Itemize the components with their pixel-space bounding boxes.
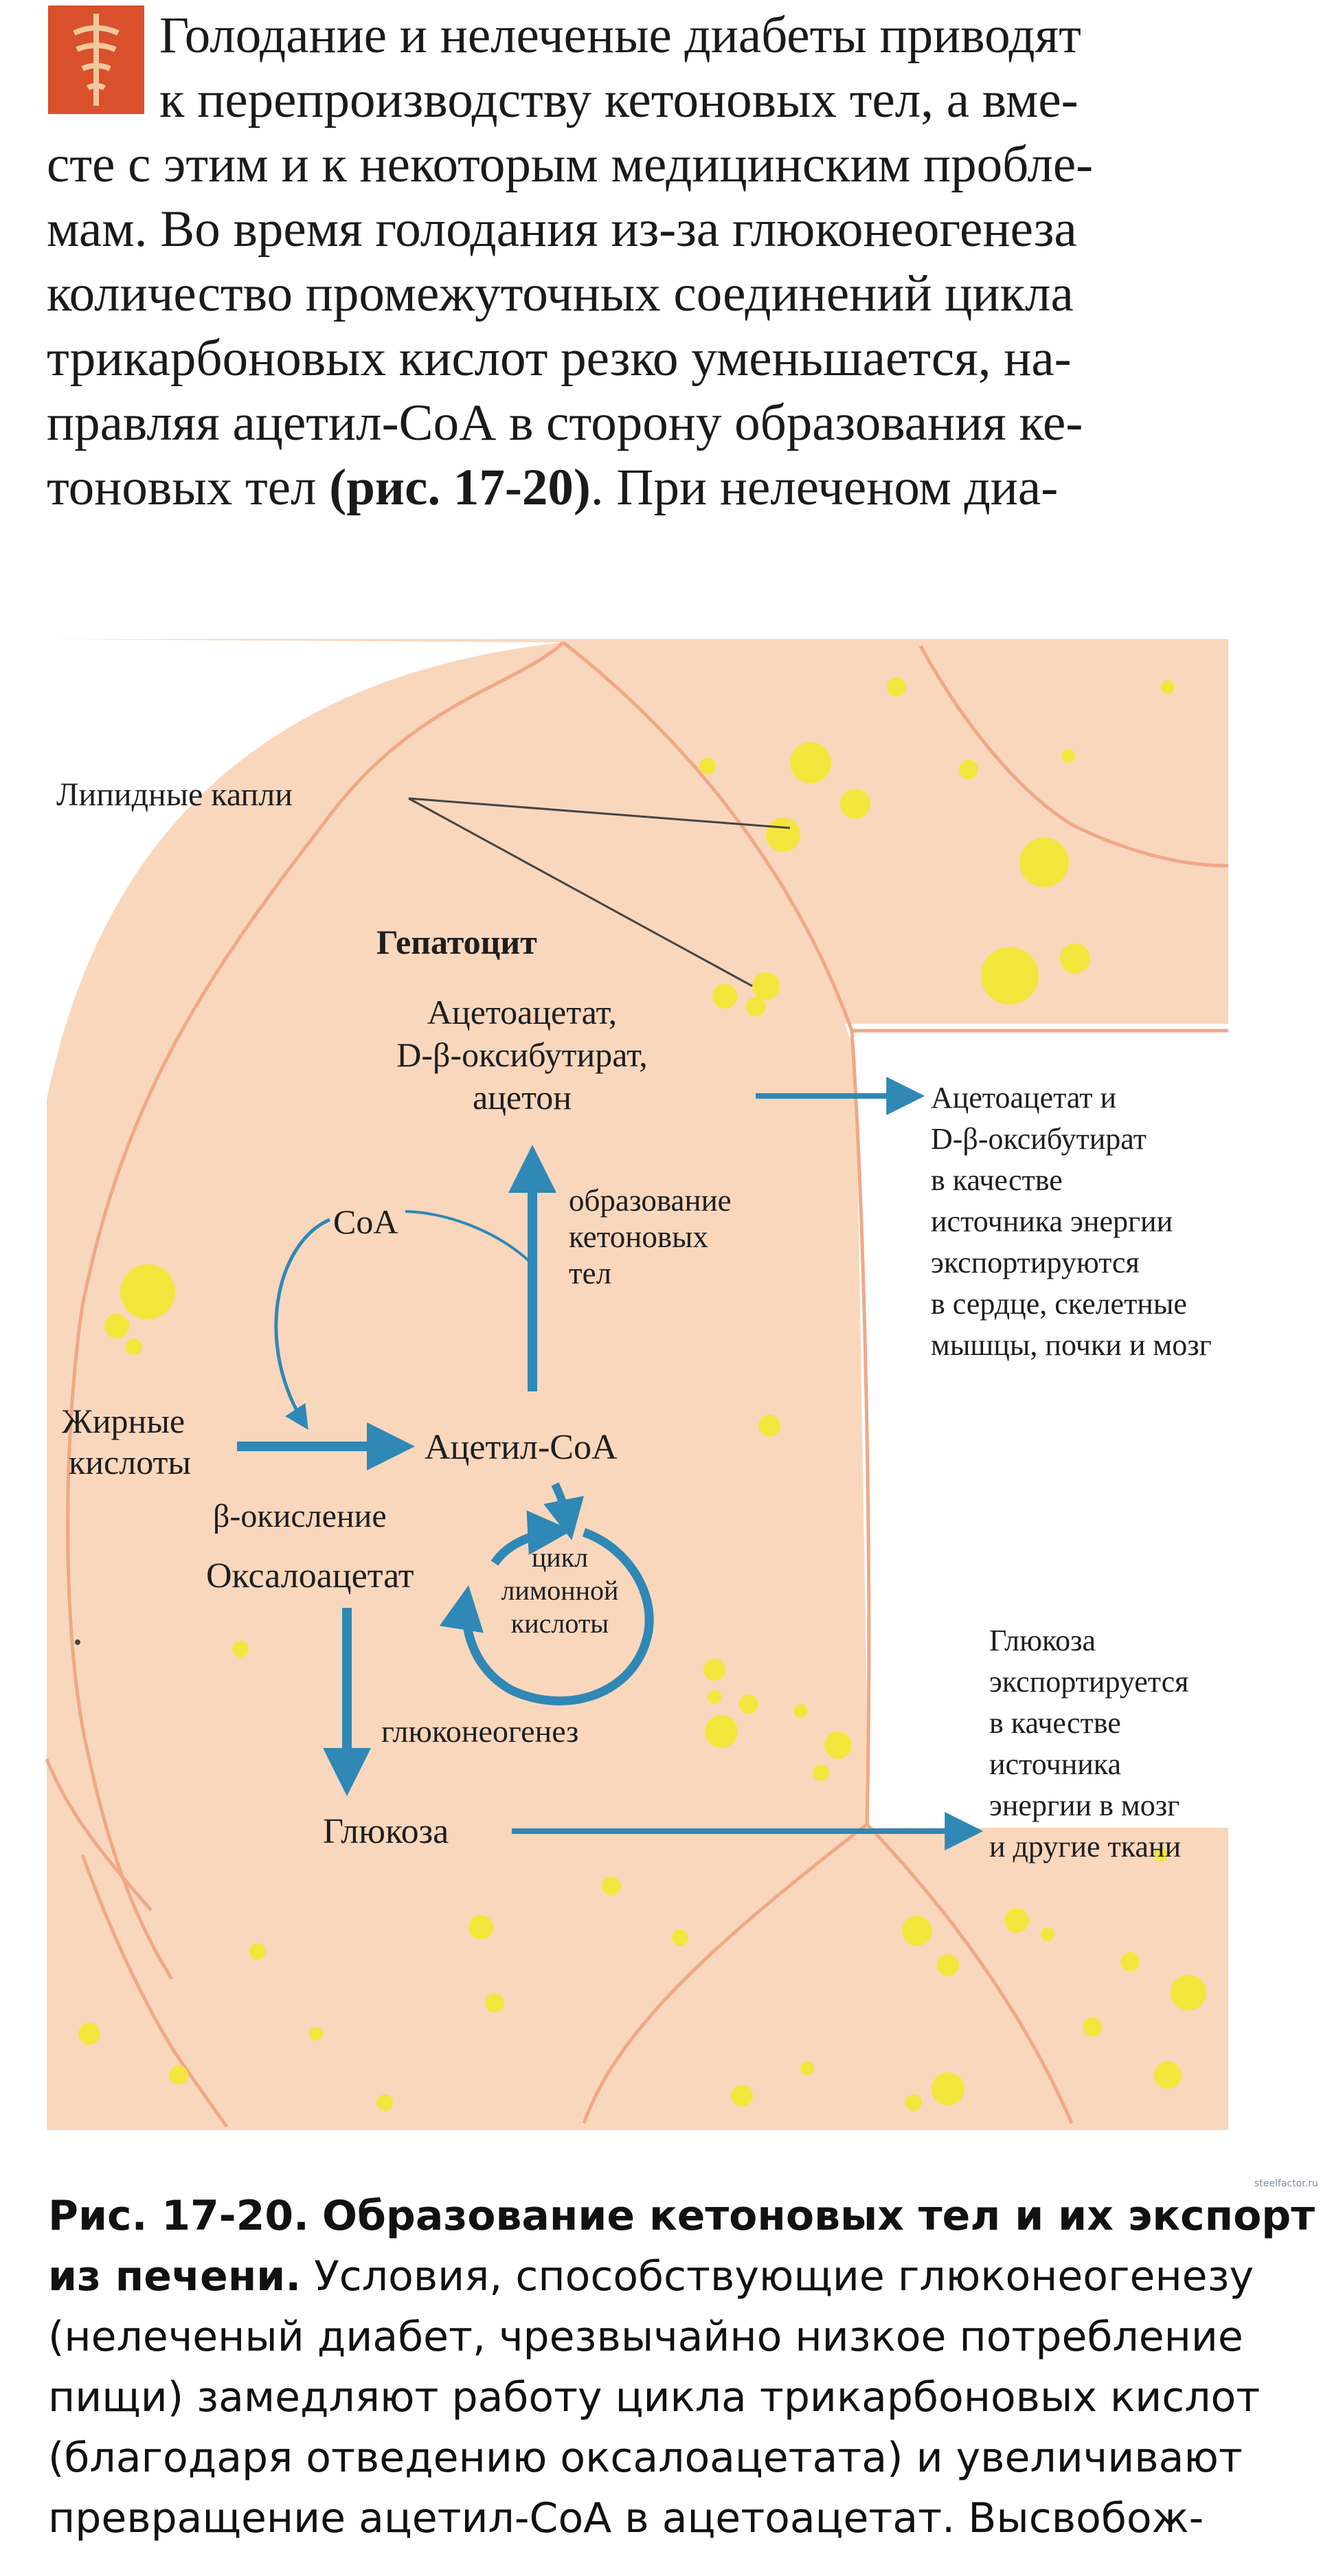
oxaloacetate-label: Оксалоацетат	[206, 1556, 414, 1595]
tissue-right-blank	[855, 1031, 1228, 1828]
intro-line: Голодание и нелеченые диабеты приводят	[159, 7, 1081, 64]
intro-line: правляя ацетил-СоА в сторону образования…	[47, 394, 1083, 451]
export-ketones-line: в сердце, скелетные	[931, 1287, 1187, 1321]
coa-curve-arrow	[274, 1218, 331, 1430]
beta-oxidation-label: β-окисление	[213, 1498, 387, 1534]
export-glucose-line: экспортируется	[989, 1665, 1188, 1699]
export-ketones-text: Ацетоацетат и D-β-оксибутират в качестве…	[931, 1081, 1212, 1362]
export-glucose-line: Глюкоза	[989, 1624, 1096, 1657]
caption-line: (нелеченый диабет, чрезвычайно низкое по…	[48, 2313, 1243, 2361]
tissue-top-edge	[47, 639, 563, 1099]
caption-line: пищи) замедляют работу цикла трикарбонов…	[48, 2373, 1261, 2421]
lipid-droplets-label: Липидные капли	[56, 776, 293, 813]
ketone-bodies-line: ацетон	[473, 1078, 572, 1117]
cell-borders	[45, 641, 1229, 2128]
export-ketones-line: в качестве	[931, 1163, 1063, 1197]
glucose-label: Глюкоза	[323, 1812, 449, 1851]
lipid-pointer-lines	[408, 797, 791, 987]
intro-line: к перепроизводству кетоновых тел, а вме-	[159, 71, 1079, 128]
export-ketones-line: D-β-оксибутират	[931, 1122, 1147, 1156]
citric-cycle-circle	[439, 1527, 654, 1705]
export-glucose-line: энергии в мозг	[989, 1789, 1179, 1822]
fatty-acids-line: Жирные	[62, 1402, 185, 1440]
intro-paragraph: Голодание и нелеченые диабеты приводят к…	[0, 0, 1332, 516]
chapter-logo-icon	[48, 5, 144, 114]
gluconeogenesis-label: глюконеогенез	[381, 1714, 578, 1749]
caption-figure-number: Рис. 17-20.	[48, 2192, 309, 2240]
lipid-droplets	[78, 677, 1206, 2111]
intro-line: тоновых тел (рис. 17-20). При нелеченом …	[47, 459, 1059, 516]
caption-title-line: Рис. 17-20. Образование кетоновых тел и …	[48, 2188, 1315, 2243]
caption-line: из печени. Условия, способствующие глюко…	[48, 2252, 1254, 2300]
citric-cycle-line: лимонной	[501, 1575, 619, 1606]
export-glucose-text: Глюкоза экспортируется в качестве источн…	[989, 1624, 1188, 1863]
ketogenesis-label-line: тел	[569, 1256, 611, 1290]
export-ketones-line: экспортируются	[931, 1246, 1140, 1279]
hepatocyte-label: Гепатоцит	[376, 923, 537, 961]
caption-line: (благодаря отведению оксалоацетата) и ув…	[48, 2434, 1243, 2482]
citric-cycle-line: кислоты	[511, 1608, 609, 1639]
ketogenesis-label-line: образование	[569, 1183, 732, 1218]
watermark: steelfactor.ru	[1254, 2178, 1318, 2189]
caption-title: Образование кетоновых тел и их экспорт	[322, 2192, 1316, 2240]
export-glucose-line: и другие ткани	[989, 1830, 1181, 1863]
coa-release-curve	[405, 1210, 530, 1262]
intro-line: трикарбоновых кислот резко уменьшается, …	[47, 330, 1072, 387]
export-ketones-line: мышцы, почки и мозг	[931, 1328, 1212, 1362]
ketone-bodies-line: D-β-оксибутират,	[396, 1035, 647, 1074]
figure-reference: (рис. 17-20)	[329, 459, 591, 516]
intro-line: мам. Во время голодания из-за глюконеоге…	[47, 201, 1077, 258]
acetyl-coa-label: Ацетил-CoA	[425, 1428, 618, 1467]
intro-line: сте с этим и к некоторым медицинским про…	[47, 136, 1094, 193]
fatty-acids-line: кислоты	[69, 1443, 191, 1481]
tissue-right-top-region	[563, 639, 1228, 1017]
export-ketones-line: Ацетоацетат и	[931, 1081, 1116, 1115]
export-ketones-line: источника энергии	[931, 1205, 1173, 1238]
ketone-bodies-line: Ацетоацетат,	[427, 993, 617, 1031]
caption-line: превращение ацетил-СоА в ацетоацетат. Вы…	[48, 2494, 1204, 2542]
ketone-body-figure: Липидные капли Гепатоцит Ацетоацетат, D-…	[45, 639, 1229, 2130]
citric-cycle-line: цикл	[532, 1542, 588, 1573]
coa-label: CoA	[333, 1202, 398, 1241]
caption-title-cont: из печени.	[48, 2252, 302, 2300]
citric-cycle-circle-top	[490, 1510, 572, 1566]
ketogenesis-label-line: кетоновых	[569, 1220, 708, 1254]
export-glucose-line: в качестве	[989, 1706, 1121, 1740]
pathway-arrows	[237, 1077, 984, 1850]
export-glucose-line: источника	[989, 1747, 1121, 1781]
stray-dot	[75, 1639, 80, 1645]
intro-line: количество промежуточных соединений цикл…	[47, 265, 1074, 322]
